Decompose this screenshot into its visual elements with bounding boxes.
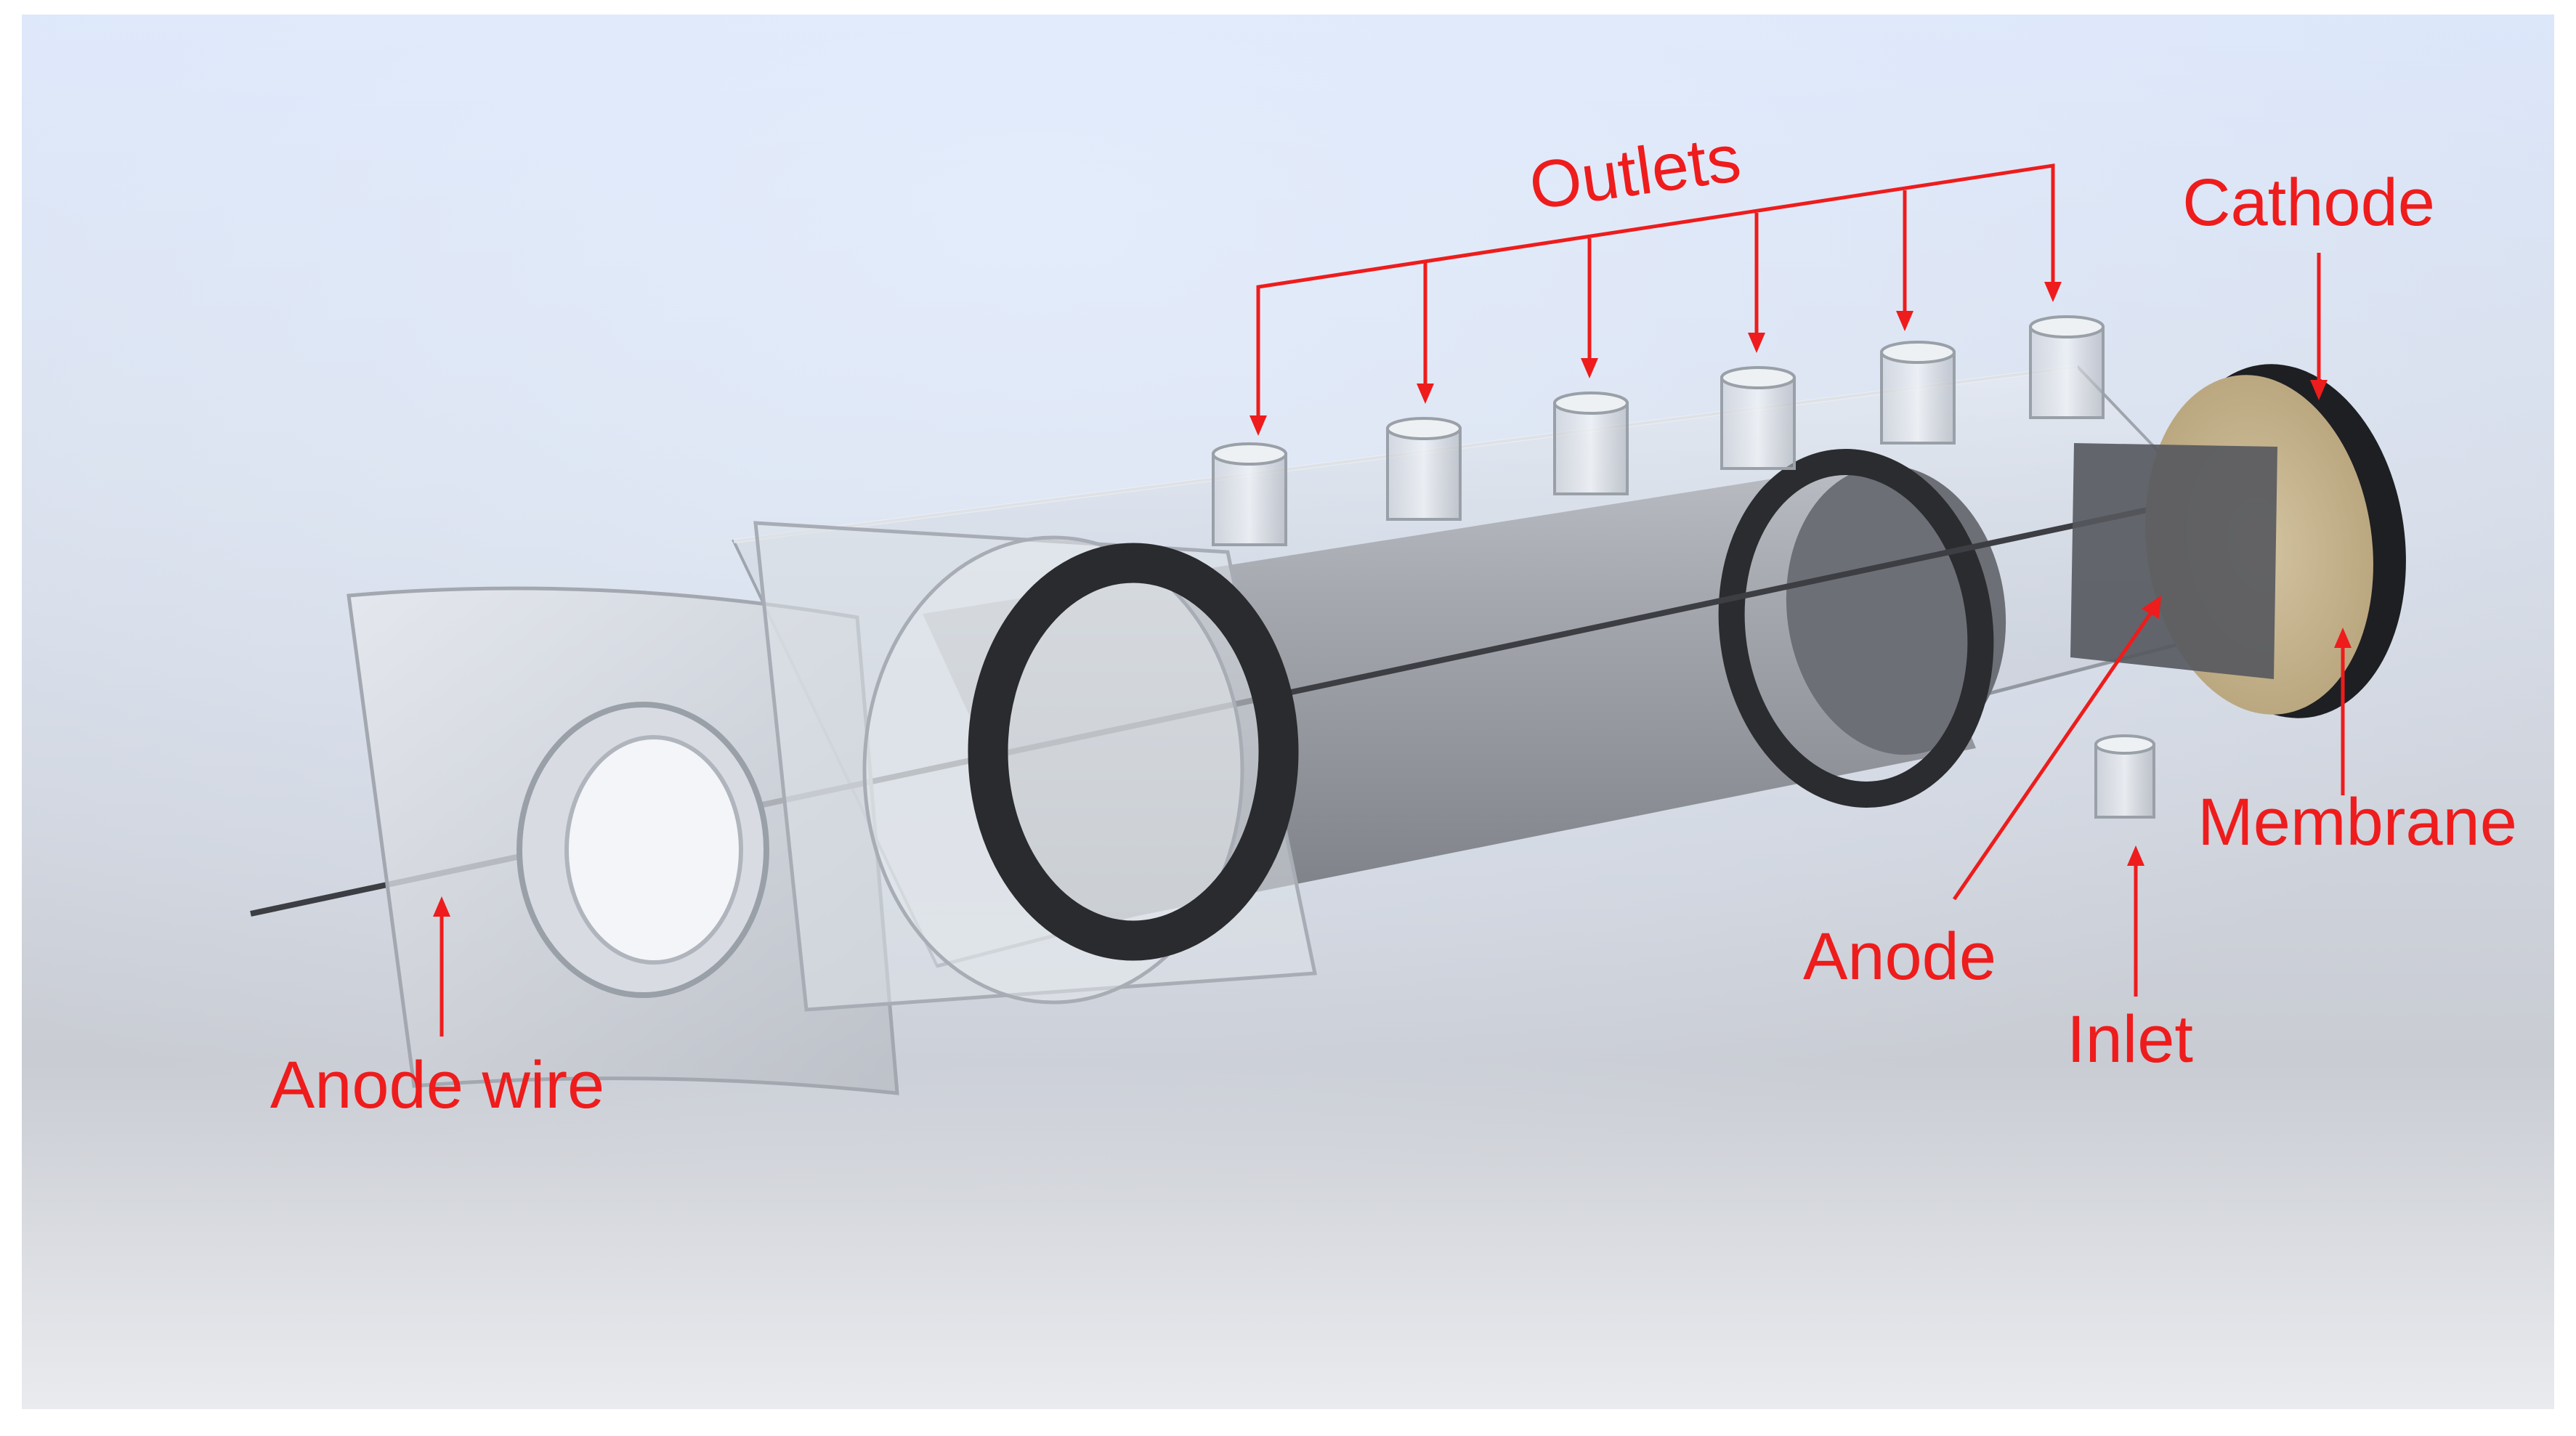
arrowhead	[2127, 845, 2144, 866]
outlet-stubs	[1212, 315, 2105, 546]
arrowhead	[433, 896, 450, 917]
arrowhead	[1748, 333, 1765, 353]
outlets-bracket	[1256, 163, 2055, 418]
anode-leader	[1952, 612, 2152, 901]
outlet-stub	[1720, 366, 1796, 470]
rod-seal-ring	[1718, 449, 1994, 808]
annotation-arrowheads	[433, 282, 2352, 917]
arrowhead	[1417, 384, 1434, 404]
arrowhead	[1896, 311, 1913, 331]
arrowhead	[2142, 596, 2161, 619]
arrowhead	[2334, 628, 2352, 648]
membrane-label: Membrane	[2198, 785, 2517, 859]
outlet-stub	[1553, 392, 1629, 495]
arrowhead	[1581, 358, 1598, 378]
inlet-label: Inlet	[2067, 1002, 2193, 1076]
inlet-stub	[2094, 734, 2155, 819]
arrowhead	[1249, 415, 1267, 436]
outlet-stub	[2029, 315, 2105, 419]
annotation-leaders	[440, 163, 2345, 1037]
cathode-label: Cathode	[2182, 166, 2435, 240]
left-flange	[347, 586, 899, 1095]
outlet-stub	[1386, 417, 1462, 521]
arrowhead	[2044, 282, 2062, 302]
anode-wire-label: Anode wire	[270, 1048, 604, 1122]
anode-plate	[2070, 443, 2277, 679]
outlet-stub	[1880, 341, 1956, 445]
barrel-flange	[753, 521, 1318, 1012]
outlet-stub	[1212, 442, 1287, 546]
anode-label: Anode	[1803, 920, 1996, 994]
arrowhead	[2310, 380, 2328, 400]
